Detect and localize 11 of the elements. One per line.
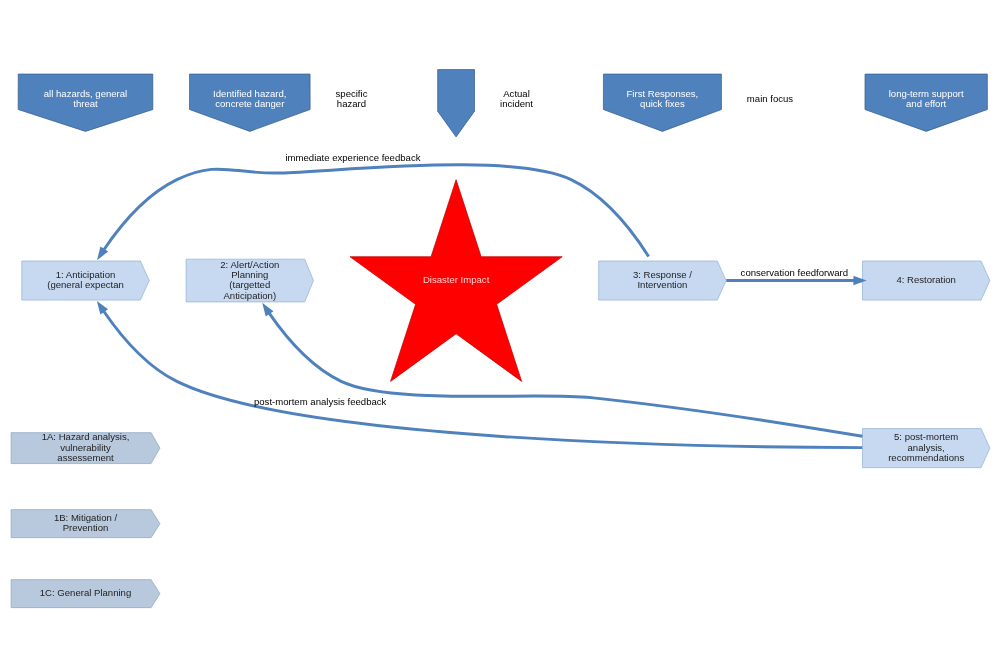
node-label: Actual incident [500,88,534,110]
edge-label: post-mortem analysis feedback [254,396,387,408]
edge-label: immediate experience feedback [285,151,421,163]
arrow [97,163,650,261]
node-arrow [437,69,475,138]
edge-label: conservation feedforward [740,266,848,278]
label: main focus [746,93,794,105]
node-label: specific hazard [335,88,368,110]
arrow [726,275,867,286]
arrow [262,302,863,438]
arrow [96,300,863,450]
